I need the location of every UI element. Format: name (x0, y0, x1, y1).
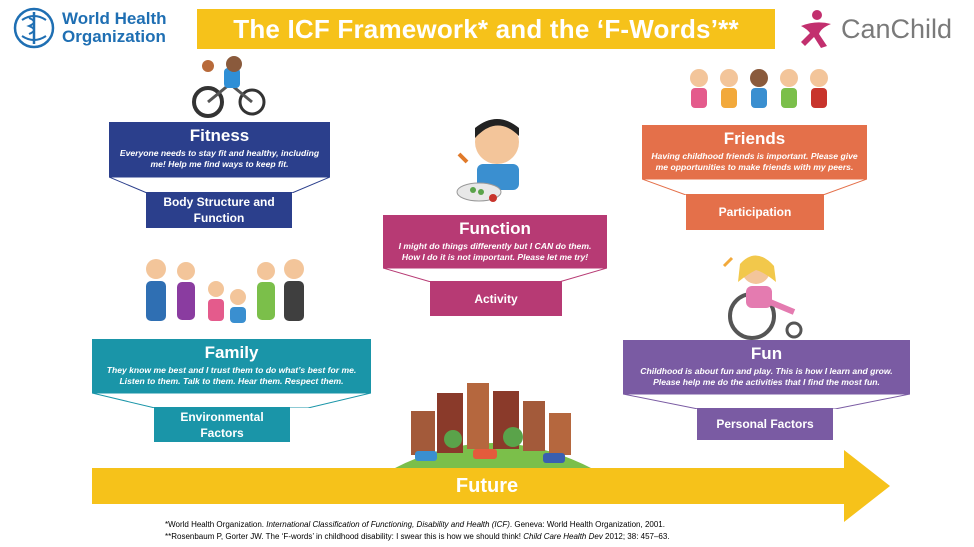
function-card: Function I might do things differently b… (383, 215, 607, 268)
canchild-person-icon (801, 10, 831, 48)
footnote-icf-title: International Classification of Function… (266, 520, 510, 529)
who-logo: World Health Organization (12, 4, 192, 52)
function-icf-label: Activity (474, 291, 518, 306)
child-wheelchair-icon (722, 255, 803, 340)
function-title: Function (459, 219, 531, 238)
child-cycling-icon (192, 56, 266, 118)
family-description: They know me best and I trust them to do… (106, 365, 357, 386)
footnote-icf-post: . Geneva: World Health Organization, 200… (509, 520, 665, 529)
page-title: The ICF Framework* and the ‘F-Words’** (197, 9, 775, 49)
fitness-connector (109, 177, 330, 193)
footnote-fwords-post: 2012; 38: 457–63. (602, 532, 670, 541)
function-icf-box: Activity (430, 281, 562, 316)
footnote-icf: *World Health Organization. Internationa… (165, 520, 665, 529)
family-icf-label-line1: Environmental (180, 409, 264, 424)
who-name-line2: Organization (62, 27, 166, 46)
footnote-icf-pre: *World Health Organization. (165, 520, 267, 529)
who-emblem-icon (13, 7, 55, 49)
fitness-card: Fitness Everyone needs to stay fit and h… (109, 122, 330, 177)
friends-card: Friends Having childhood friends is impo… (642, 125, 867, 179)
fun-title: Fun (750, 344, 783, 363)
family-title: Family (204, 343, 259, 362)
footnote-fwords: **Rosenbaum P, Gorter JW. The ‘F-words’ … (165, 532, 670, 541)
fun-icf-box: Personal Factors (697, 408, 833, 440)
children-friends-icon (690, 69, 828, 108)
fitness-icf-label: Body Structure and Function (163, 195, 275, 225)
fun-card: Fun Childhood is about fun and play. Thi… (623, 340, 910, 394)
canchild-logo: CanChild (795, 6, 970, 52)
family-group-icon (146, 259, 304, 323)
future-label: Future (455, 474, 519, 497)
who-name-line1: World Health (62, 9, 167, 28)
city-skyline-icon (393, 383, 593, 469)
fun-connector (623, 394, 910, 409)
future-arrow (92, 450, 890, 522)
family-connector (92, 393, 371, 408)
footnote-fwords-pre: **Rosenbaum P, Gorter JW. The ‘F-words’ … (165, 532, 524, 541)
friends-connector (642, 179, 867, 195)
footnote-fwords-journal: Child Care Health Dev (523, 532, 603, 541)
fitness-title: Fitness (189, 126, 250, 145)
friends-title: Friends (723, 129, 786, 148)
friends-icf-box: Participation (686, 194, 824, 230)
fitness-description: Everyone needs to stay fit and healthy, … (119, 148, 320, 169)
fun-icf-label: Personal Factors (716, 417, 814, 431)
fitness-icf-box: Body Structure and Function (146, 192, 292, 228)
fun-description: Childhood is about fun and play. This is… (640, 366, 893, 387)
function-description: I might do things differently but I CAN … (398, 241, 592, 262)
friends-icf-label: Participation (718, 205, 792, 219)
friends-description: Having childhood friends is important. P… (651, 151, 858, 172)
family-card: Family They know me best and I trust the… (92, 339, 371, 393)
family-icf-label-line2: Factors (200, 425, 244, 440)
canchild-name: CanChild (841, 13, 953, 44)
family-icf-box: Environmental Factors (154, 407, 290, 442)
function-connector (383, 268, 607, 282)
child-eating-icon (456, 119, 519, 202)
